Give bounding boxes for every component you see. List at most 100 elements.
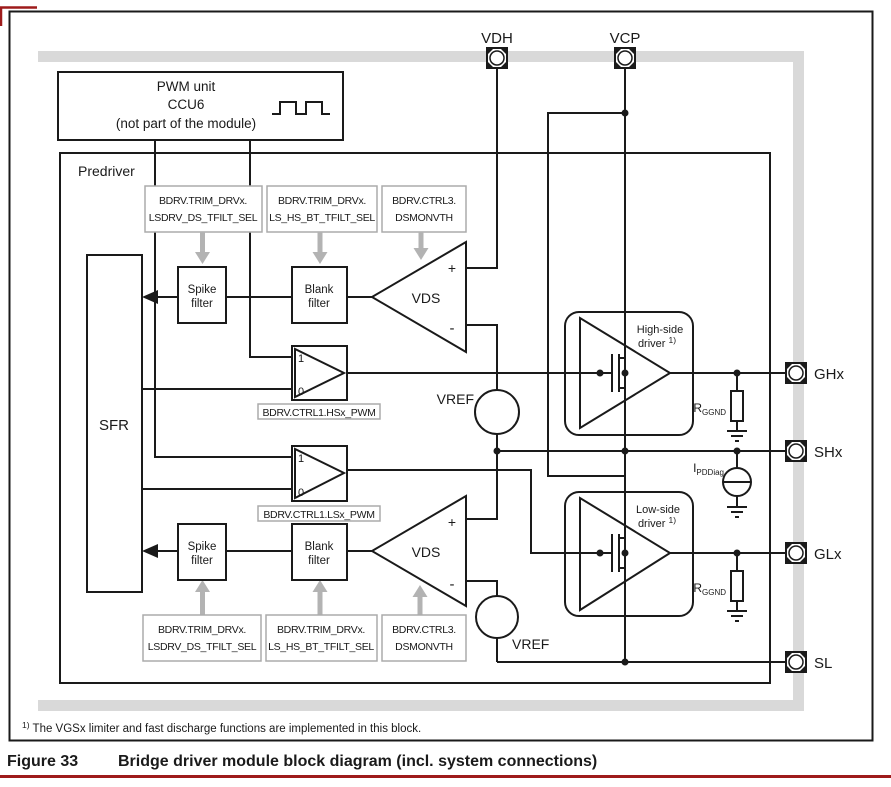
vdh-pin-label: VDH (481, 30, 513, 47)
register-trim-ls-l1: BDRV.TRIM_DRVx. (159, 195, 247, 207)
wire-vdh-to-vds-plus (466, 68, 498, 269)
register-box-trim-bt-top (266, 185, 378, 233)
ipddiag-label: IPDDiag (693, 461, 724, 477)
config-arrow-icon (195, 580, 210, 615)
register-hsx-pwm: BDRV.CTRL1.HSx_PWM (262, 407, 375, 419)
vdh-pin-pad (486, 47, 508, 69)
spike-filter-label: Spike (188, 541, 217, 553)
vcp-pin-pad (614, 47, 636, 69)
register-ctrl3-l2: DSMONVTH (395, 212, 453, 224)
sfr-box (86, 254, 143, 593)
high-side-driver-label2: driver 1) (638, 335, 676, 350)
junction-dot (733, 447, 741, 455)
low-side-driver-label: Low-side (636, 504, 680, 516)
chip-boundary-bottom (38, 700, 804, 711)
vds-comparator-top (370, 240, 467, 354)
register-trim-bt-l2: LS_HS_BT_TFILT_SEL (268, 641, 374, 653)
junction-dot (621, 658, 629, 666)
wire-vcp-to-low-side (547, 112, 625, 477)
config-arrow-icon (195, 232, 210, 264)
page-corner-red-mark (0, 6, 37, 26)
vref-source-top (474, 389, 520, 435)
blank-filter-label: filter (308, 298, 330, 310)
junction-dot (733, 369, 741, 377)
pwm-unit-label-3: (not part of the module) (116, 116, 256, 131)
wire-ipddiag-ground (727, 451, 747, 518)
high-side-driver-triangle (579, 316, 672, 430)
register-trim-ls-l2: LSDRV_DS_TFILT_SEL (149, 212, 258, 224)
high-side-driver-box (564, 311, 694, 436)
sl-pin-label: SL (814, 655, 832, 672)
mux-input-zero-label: 0 (298, 386, 304, 398)
register-ctrl3-l1: BDRV.CTRL3. (392, 195, 456, 207)
spike-filter-box-bottom (177, 523, 227, 581)
mux-hsx-box (291, 345, 348, 401)
glx-pin-pad (785, 542, 807, 564)
glx-pin-label: GLx (814, 546, 842, 563)
push-pull-stage-icon (600, 534, 625, 572)
register-box-trim-ls-top (144, 185, 263, 233)
rggnd-top-label: RGGND (693, 401, 726, 417)
junction-dot (621, 369, 629, 377)
pwm-unit-label-1: PWM unit (157, 79, 216, 94)
register-box-ctrl3-top (381, 185, 467, 233)
register-box-ctrl3-bottom (381, 614, 467, 662)
blank-filter-label: Blank (305, 541, 334, 553)
blank-filter-label: Blank (305, 284, 334, 296)
spike-filter-box-top (177, 266, 227, 324)
rggnd-bottom-label: RGGND (693, 581, 726, 597)
junction-dot (621, 549, 629, 557)
mux-input-zero-label: 0 (298, 487, 304, 499)
config-arrow-icon (312, 580, 328, 615)
ghx-pin-label: GHx (814, 366, 845, 383)
config-arrow-icon (413, 232, 429, 260)
figure-border (8, 10, 874, 742)
resistor-rggnd-bottom (730, 570, 744, 602)
register-trim-bt-l1: BDRV.TRIM_DRVx. (278, 195, 366, 207)
spike-filter-label: Spike (188, 284, 217, 296)
resistor-rggnd-top (730, 390, 744, 422)
junction-dot (621, 447, 629, 455)
junction-dot (621, 109, 629, 117)
wire-vds2-minus-to-vref2 (466, 580, 498, 596)
mux-input-one-label: 1 (298, 353, 304, 365)
plus-input-label: + (448, 260, 456, 276)
arrowhead-to-sfr-bottom (142, 544, 158, 558)
junction-dot (596, 369, 604, 377)
arrowhead-to-sfr-top (142, 290, 158, 304)
push-pull-stage-icon (600, 354, 625, 392)
low-side-driver-label2: driver 1) (638, 515, 676, 530)
minus-input-label: - (450, 320, 455, 337)
register-box-lsx-pwm (257, 505, 381, 522)
shx-pin-label: SHx (814, 444, 843, 461)
config-arrow-icon (312, 232, 328, 264)
register-trim-ls-l1: BDRV.TRIM_DRVx. (158, 624, 246, 636)
spike-filter-label: filter (191, 555, 213, 567)
footnote: 1) The VGSx limiter and fast discharge f… (22, 720, 421, 735)
junction-dot (733, 549, 741, 557)
wire-rggnd-top-ground (727, 373, 747, 442)
mux-lsx-box (291, 445, 348, 502)
wire-rggnd-bottom-ground (727, 553, 747, 622)
vds-comparator-bottom (370, 494, 467, 608)
figure-number: Figure 33 (7, 753, 78, 770)
register-ctrl3-l2: DSMONVTH (395, 641, 453, 653)
register-trim-bt-l1: BDRV.TRIM_DRVx. (277, 624, 365, 636)
ghx-pin-pad (785, 362, 807, 384)
register-box-trim-ls-bottom (142, 614, 262, 662)
sl-pin-pad (785, 651, 807, 673)
config-arrow-icon (412, 585, 428, 615)
vds-label: VDS (412, 544, 441, 560)
low-side-driver-box (564, 491, 694, 617)
vref-label: VREF (437, 391, 474, 407)
spike-filter-label: filter (191, 298, 213, 310)
junction-dot (493, 447, 501, 455)
chip-boundary-top (38, 51, 804, 62)
predriver-label: Predriver (78, 163, 135, 179)
register-trim-bt-l2: LS_HS_BT_TFILT_SEL (269, 212, 375, 224)
sfr-label: SFR (99, 417, 129, 434)
plus-input-label: + (448, 514, 456, 530)
register-box-hsx-pwm (257, 403, 381, 420)
mux-input-one-label: 1 (298, 453, 304, 465)
